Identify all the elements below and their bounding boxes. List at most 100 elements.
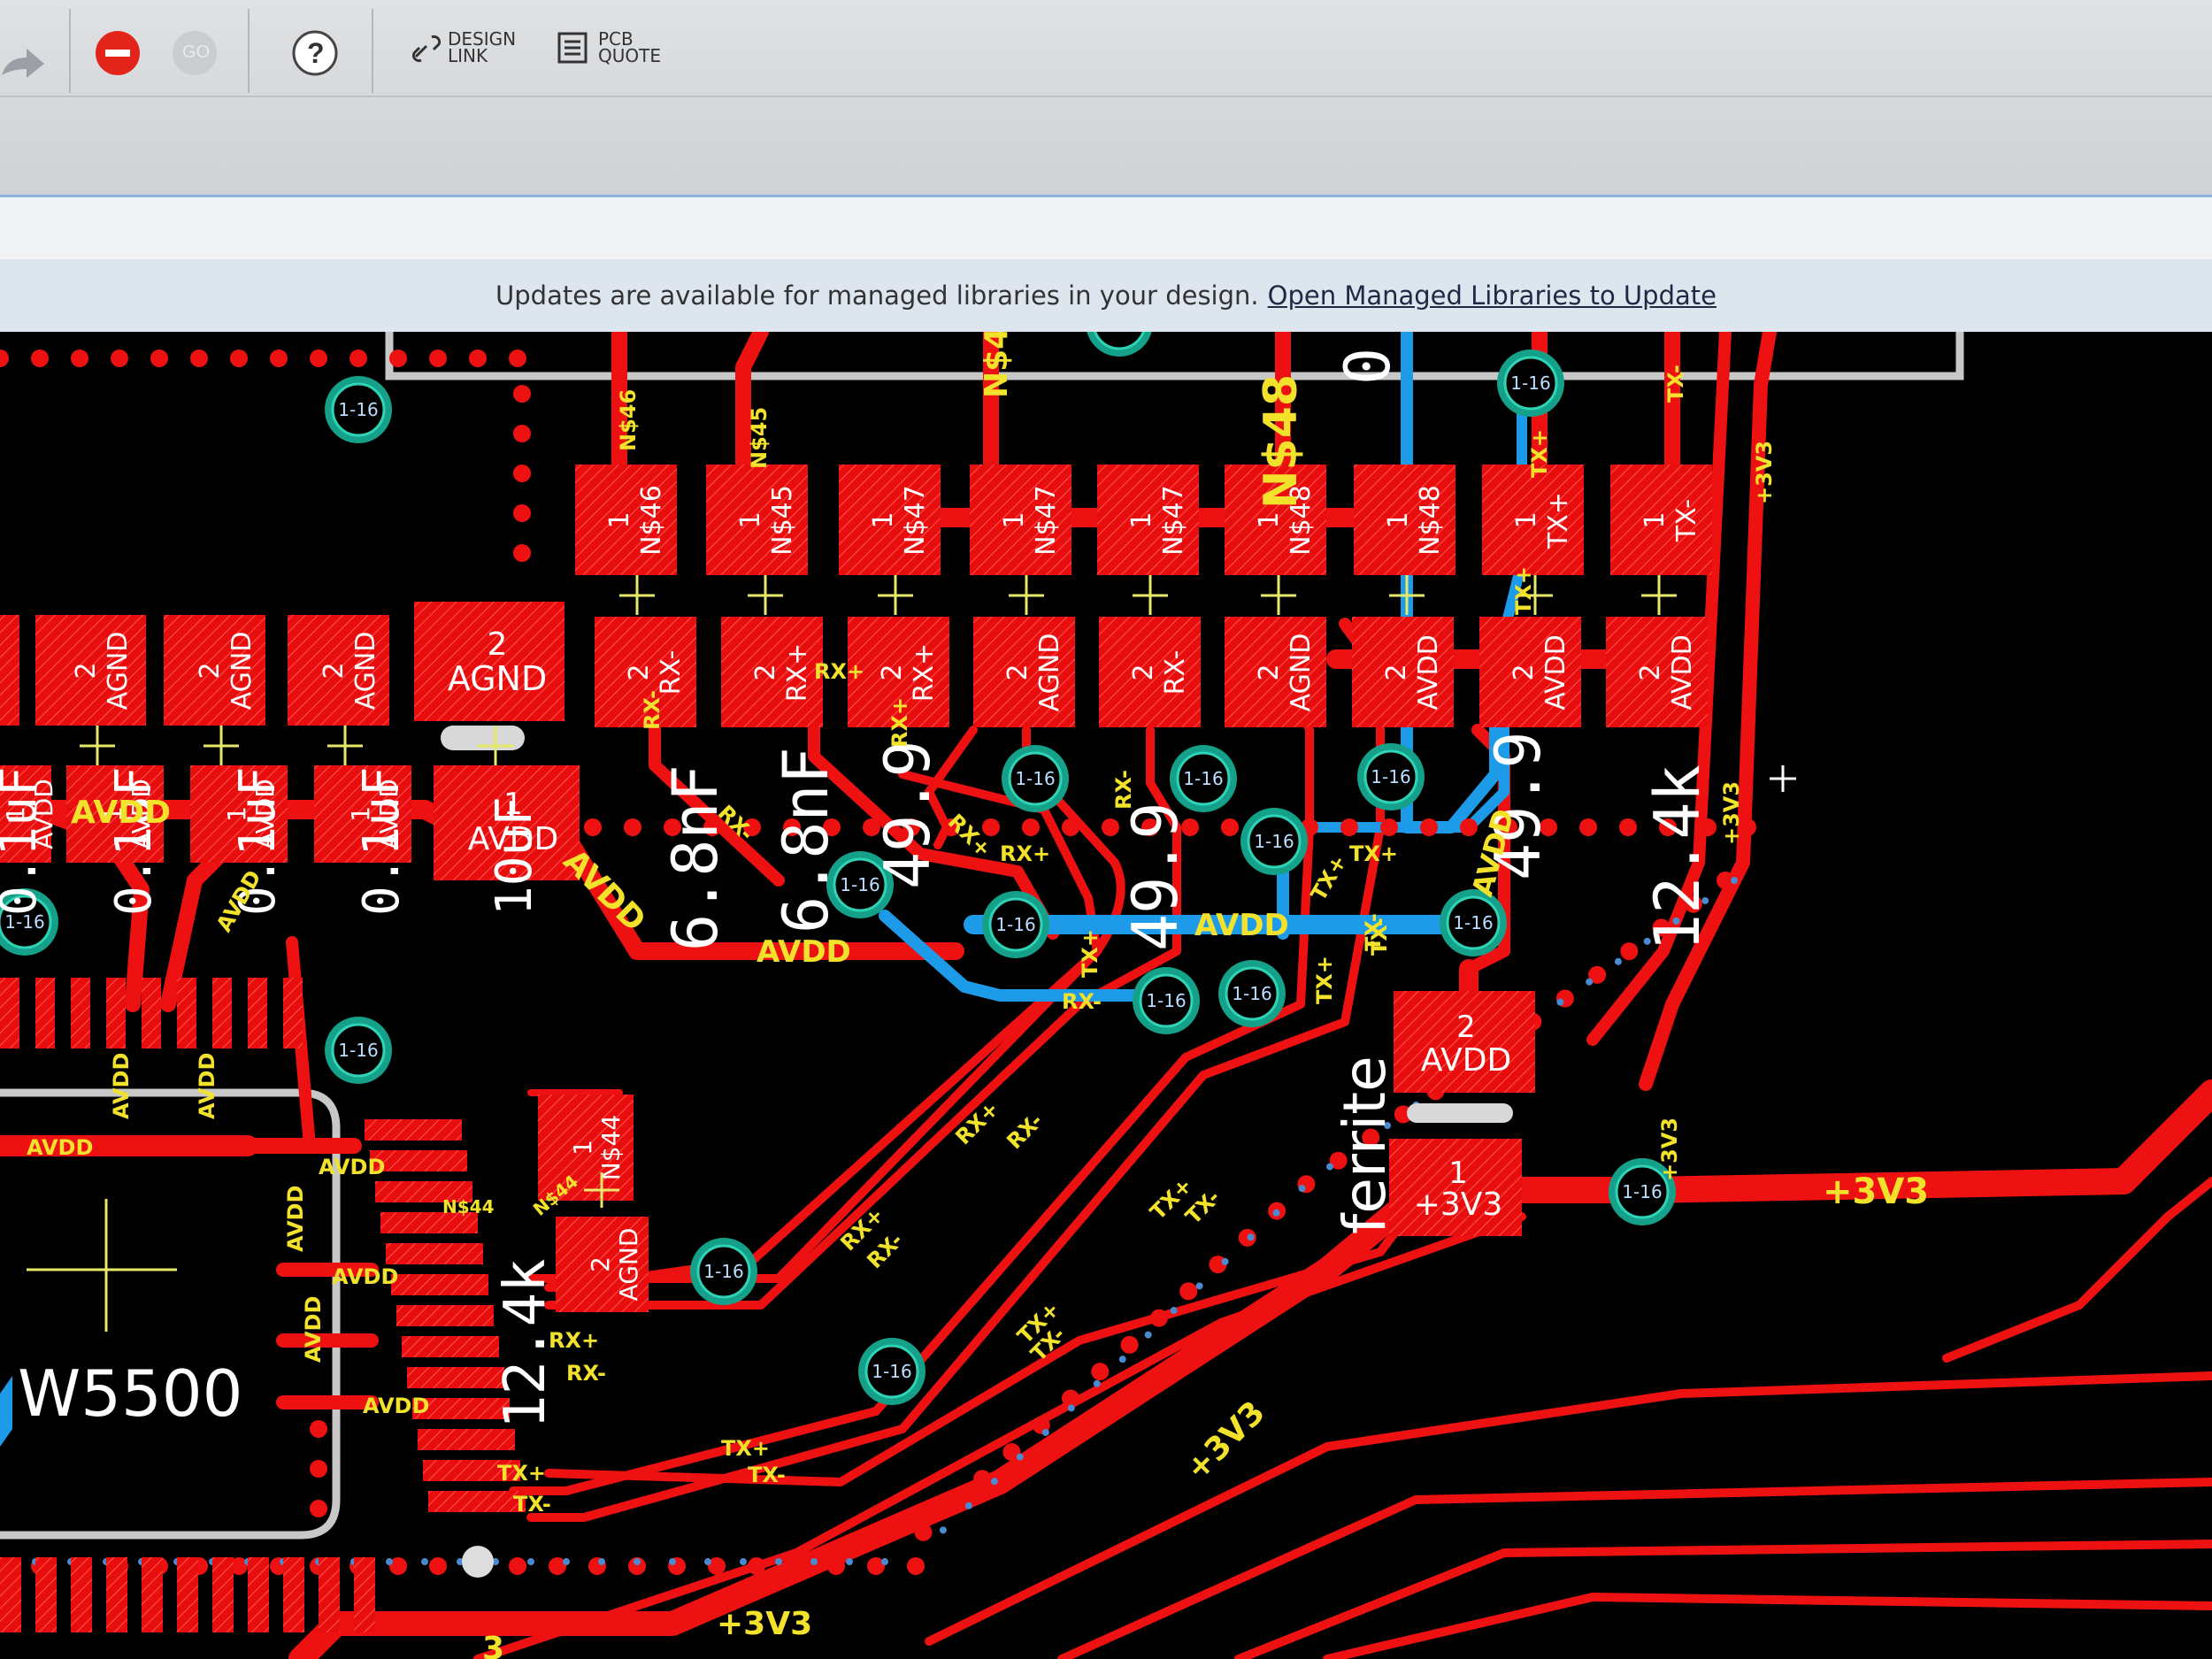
pad: 2AGND (1225, 617, 1326, 727)
pad: 2AVDD (1606, 617, 1708, 727)
pads-lower-row: 1AVDD 1AVDD 1AVDD 1AVDD 1 AVDD (0, 765, 580, 880)
design-link-button[interactable]: DESIGN LINK (409, 30, 516, 65)
redo-button[interactable] (0, 27, 53, 88)
svg-text:2AVDD: 2AVDD (1381, 634, 1444, 710)
pad-number: 1 (999, 511, 1030, 528)
open-managed-libraries-link[interactable]: Open Managed Libraries to Update (1267, 280, 1717, 311)
pad-number: 1 (1126, 511, 1157, 528)
pad-number: 1 (1, 806, 30, 822)
redo-icon (2, 49, 44, 78)
svg-text:RX+: RX+ (814, 659, 864, 684)
pad-number: 1 (568, 1140, 597, 1156)
ferrite-label: ferrite (1331, 1056, 1399, 1234)
via: 1-16 (1133, 967, 1200, 1034)
help-button[interactable]: ? (290, 28, 340, 78)
svg-text:1N$48: 1N$48 (1254, 485, 1317, 556)
svg-text:AVDD: AVDD (557, 842, 653, 939)
svg-text:RX+: RX+ (1000, 841, 1050, 866)
pad-net: RX+ (909, 643, 940, 703)
pad-number: 2 (1635, 664, 1666, 680)
svg-text:AVDD: AVDD (757, 934, 851, 970)
pad: 2AVDD (1352, 617, 1454, 727)
pad-number: 2 (488, 626, 508, 663)
svg-text:TX-: TX- (1367, 918, 1392, 956)
pad-number: 2 (877, 664, 908, 680)
pad-net: N$47 (1031, 485, 1062, 556)
svg-text:1-16: 1-16 (840, 874, 879, 895)
pad (0, 615, 19, 726)
svg-text:AVDD: AVDD (1194, 908, 1289, 943)
svg-text:1-16: 1-16 (338, 399, 378, 420)
pad-number: 1 (1254, 511, 1285, 528)
svg-text:1-16: 1-16 (1146, 990, 1186, 1011)
component-values: 6.8nF 6.8nF 49.9 49.9 49.9 12.4k 12.4k 0… (0, 348, 1714, 1429)
svg-text:1-16: 1-16 (1510, 373, 1550, 394)
pad-number: 2 (195, 662, 226, 679)
via: 1-16 (0, 888, 58, 956)
svg-text:N$44: N$44 (442, 1196, 495, 1217)
svg-text:1AVDD: 1AVDD (346, 779, 403, 849)
svg-text:AVDD: AVDD (71, 795, 171, 831)
svg-text:TX+: TX+ (1349, 841, 1398, 866)
pad-number: 1 (604, 511, 635, 528)
stop-icon (96, 31, 140, 75)
quote-list-icon (557, 32, 588, 64)
pad-net: RX- (1160, 650, 1191, 695)
go-icon (173, 31, 217, 75)
cap-silk-gap (441, 726, 525, 750)
pad: 1AVDD (314, 765, 411, 863)
via: 1-16 (1170, 745, 1237, 812)
update-banner: Updates are available for managed librar… (0, 259, 2212, 332)
value-0.1uf-4: 0.1uF (0, 766, 48, 916)
pad-number: 2 (750, 664, 781, 680)
svg-text:+3V3: +3V3 (1719, 781, 1744, 845)
value-0.1uf-2: 0.1uF (229, 766, 287, 916)
value-49.9-4: 12.4k (1641, 764, 1714, 951)
pcb-canvas[interactable]: 1N$46 1N$45 1N$47 1N$47 1N$47 1N$48 1N$4… (0, 332, 2212, 1659)
stop-button[interactable] (93, 28, 142, 78)
pad: 2AGND (973, 617, 1075, 727)
pad-number: 2 (1381, 664, 1412, 680)
ferrite-pad-3v3: 1 +3V3 (1389, 1139, 1522, 1236)
ferrite-pad-avdd: 2 AVDD (1394, 991, 1535, 1093)
via: 1-16 (1609, 1158, 1676, 1225)
svg-text:2RX-: 2RX- (624, 650, 687, 695)
pcb-quote-button[interactable]: PCB QUOTE (556, 30, 661, 65)
svg-text:1-16: 1-16 (1183, 768, 1223, 789)
svg-text:1-16: 1-16 (995, 914, 1035, 935)
svg-text:+3V3: +3V3 (1179, 1394, 1271, 1487)
value-6.8nf-2: 6.8nF (770, 747, 842, 933)
pad: 1TX+ (1482, 465, 1584, 575)
pad: 1 AVDD (434, 765, 580, 880)
pad-net: AVDD (127, 779, 156, 849)
svg-text:2AGND: 2AGND (71, 632, 134, 710)
pad-number: 2 (319, 662, 349, 679)
pad-net: AGND (614, 1228, 643, 1302)
chip-pins-right (365, 1119, 526, 1512)
go-button[interactable]: GO (170, 28, 219, 78)
svg-text:+3V3: +3V3 (1657, 1118, 1682, 1181)
pad: 1N$45 (706, 465, 808, 575)
grid-cursor (1770, 765, 1796, 792)
svg-text:AVDD: AVDD (109, 1053, 134, 1119)
pad: 2RX- (595, 617, 696, 727)
svg-text:+3V3: +3V3 (717, 1606, 812, 1642)
svg-text:AVDD: AVDD (319, 1155, 385, 1179)
svg-text:1N$47: 1N$47 (868, 485, 931, 556)
svg-text:1N$46: 1N$46 (604, 485, 667, 556)
svg-text:2AGND: 2AGND (319, 632, 381, 710)
via: 1-16 (1357, 743, 1425, 810)
command-strip (0, 195, 2212, 259)
svg-text:RX-: RX- (1062, 989, 1102, 1014)
svg-text:1AVDD: 1AVDD (222, 779, 280, 849)
value-10uf: 10uF (486, 796, 543, 916)
pads-middle-row: 2AGND 2AGND 2AGND 2 AGND 2RX- 2RX+ 2RX+ … (0, 602, 1708, 727)
svg-text:1-16: 1-16 (338, 1040, 378, 1061)
pad-number: 2 (586, 1256, 615, 1272)
svg-text:+3V3: +3V3 (1752, 441, 1777, 504)
svg-text:TX-: TX- (748, 1463, 786, 1487)
via: 1-16 (826, 851, 894, 918)
svg-text:TX-: TX- (1361, 913, 1386, 951)
pad-net: RX+ (782, 643, 813, 703)
pad-net: AVDD (374, 779, 403, 849)
